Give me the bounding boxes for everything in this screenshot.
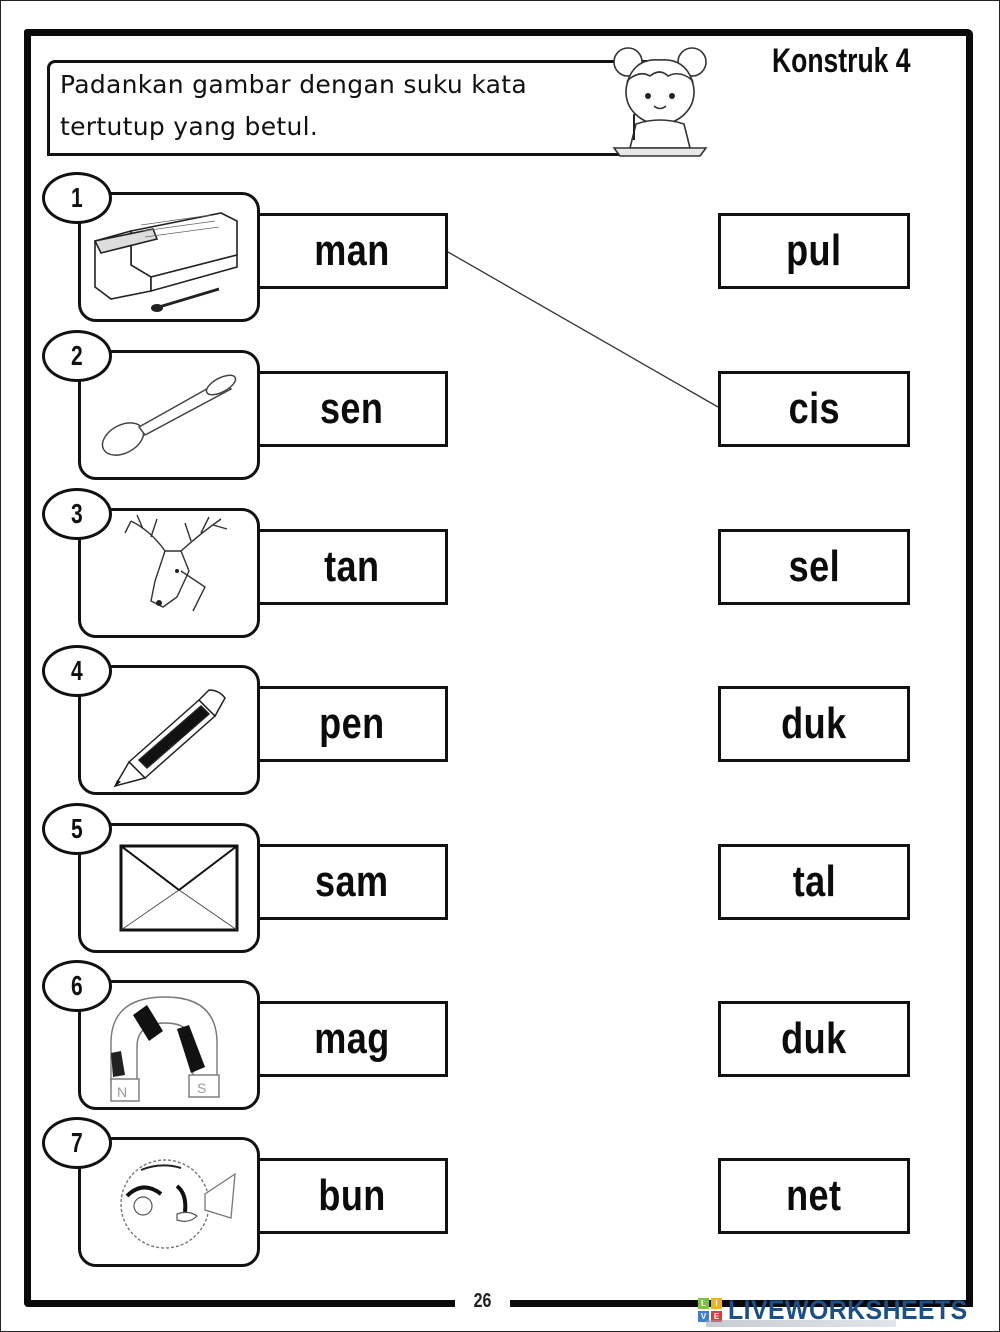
picture-card: N S — [78, 980, 260, 1110]
match-row-4: 4 pen duk — [0, 645, 1000, 795]
match-row-3: 3 tan sel — [0, 488, 1000, 638]
syllable-box-left[interactable]: mag — [256, 1001, 448, 1077]
match-row-2: 2 sen cis — [0, 330, 1000, 480]
spoon-icon — [101, 374, 237, 456]
svg-text:S: S — [197, 1080, 206, 1096]
worksheet-frame — [24, 29, 973, 1300]
magnet-icon: N S — [110, 996, 220, 1102]
match-row-5: 5 sam tal — [0, 803, 1000, 953]
logo-text: LIVEWORKSHEETS — [728, 1295, 968, 1325]
syllable-box-left[interactable]: man — [256, 213, 448, 289]
syllable-box-right[interactable]: duk — [718, 686, 910, 762]
picture-card — [78, 665, 260, 795]
instruction-line-2: tertutup yang betul. — [60, 112, 319, 141]
item-number-bubble: 4 — [42, 645, 112, 697]
match-row-6: 6 N S mag duk — [0, 960, 1000, 1110]
picture-card — [78, 350, 260, 480]
item-number-bubble: 2 — [42, 330, 112, 382]
girl-drawing-icon — [612, 47, 708, 157]
syllable-box-left[interactable]: pen — [256, 686, 448, 762]
syllable-box-right[interactable]: pul — [718, 213, 910, 289]
envelope-icon — [119, 844, 239, 932]
item-number-bubble: 1 — [42, 172, 112, 224]
syllable-box-left[interactable]: sen — [256, 371, 448, 447]
picture-card — [78, 823, 260, 953]
page-number: 26 — [473, 1290, 492, 1312]
item-number-bubble: 6 — [42, 960, 112, 1012]
liveworksheets-logo: L I V E LIVEWORKSHEETS — [698, 1295, 998, 1330]
frame-bottom-rule-right — [510, 1300, 973, 1307]
item-number-bubble: 5 — [42, 803, 112, 855]
item-number-bubble: 3 — [42, 488, 112, 540]
instruction-box — [47, 60, 650, 156]
syllable-box-right[interactable]: duk — [718, 1001, 910, 1077]
syllable-box-left[interactable]: sam — [256, 844, 448, 920]
pencil-icon — [113, 689, 226, 788]
syllable-box-left[interactable]: tan — [256, 529, 448, 605]
live-squares-icon: L I V E — [698, 1298, 724, 1324]
syllable-box-right[interactable]: net — [718, 1158, 910, 1234]
syllable-box-left[interactable]: bun — [256, 1158, 448, 1234]
instruction-text: Padankan gambar dengan suku kata tertutu… — [60, 64, 600, 148]
picture-card — [78, 1137, 260, 1267]
deer-icon — [124, 514, 228, 612]
matchbox-icon — [93, 212, 238, 312]
instruction-line-1: Padankan gambar dengan suku kata — [60, 70, 527, 99]
syllable-box-right[interactable]: cis — [718, 371, 910, 447]
pufferfish-icon — [120, 1159, 236, 1249]
svg-text:N: N — [117, 1084, 127, 1100]
syllable-box-right[interactable]: sel — [718, 529, 910, 605]
frame-bottom-rule-left — [24, 1300, 455, 1307]
logo-subtext-strip — [706, 1320, 896, 1327]
item-number-bubble: 7 — [42, 1117, 112, 1169]
syllable-box-right[interactable]: tal — [718, 844, 910, 920]
match-row-7: 7 bun net — [0, 1117, 1000, 1267]
construct-label: Konstruk 4 — [772, 42, 911, 80]
picture-card — [78, 192, 260, 322]
picture-card — [78, 508, 260, 638]
match-row-1: 1 man pul — [0, 172, 1000, 322]
